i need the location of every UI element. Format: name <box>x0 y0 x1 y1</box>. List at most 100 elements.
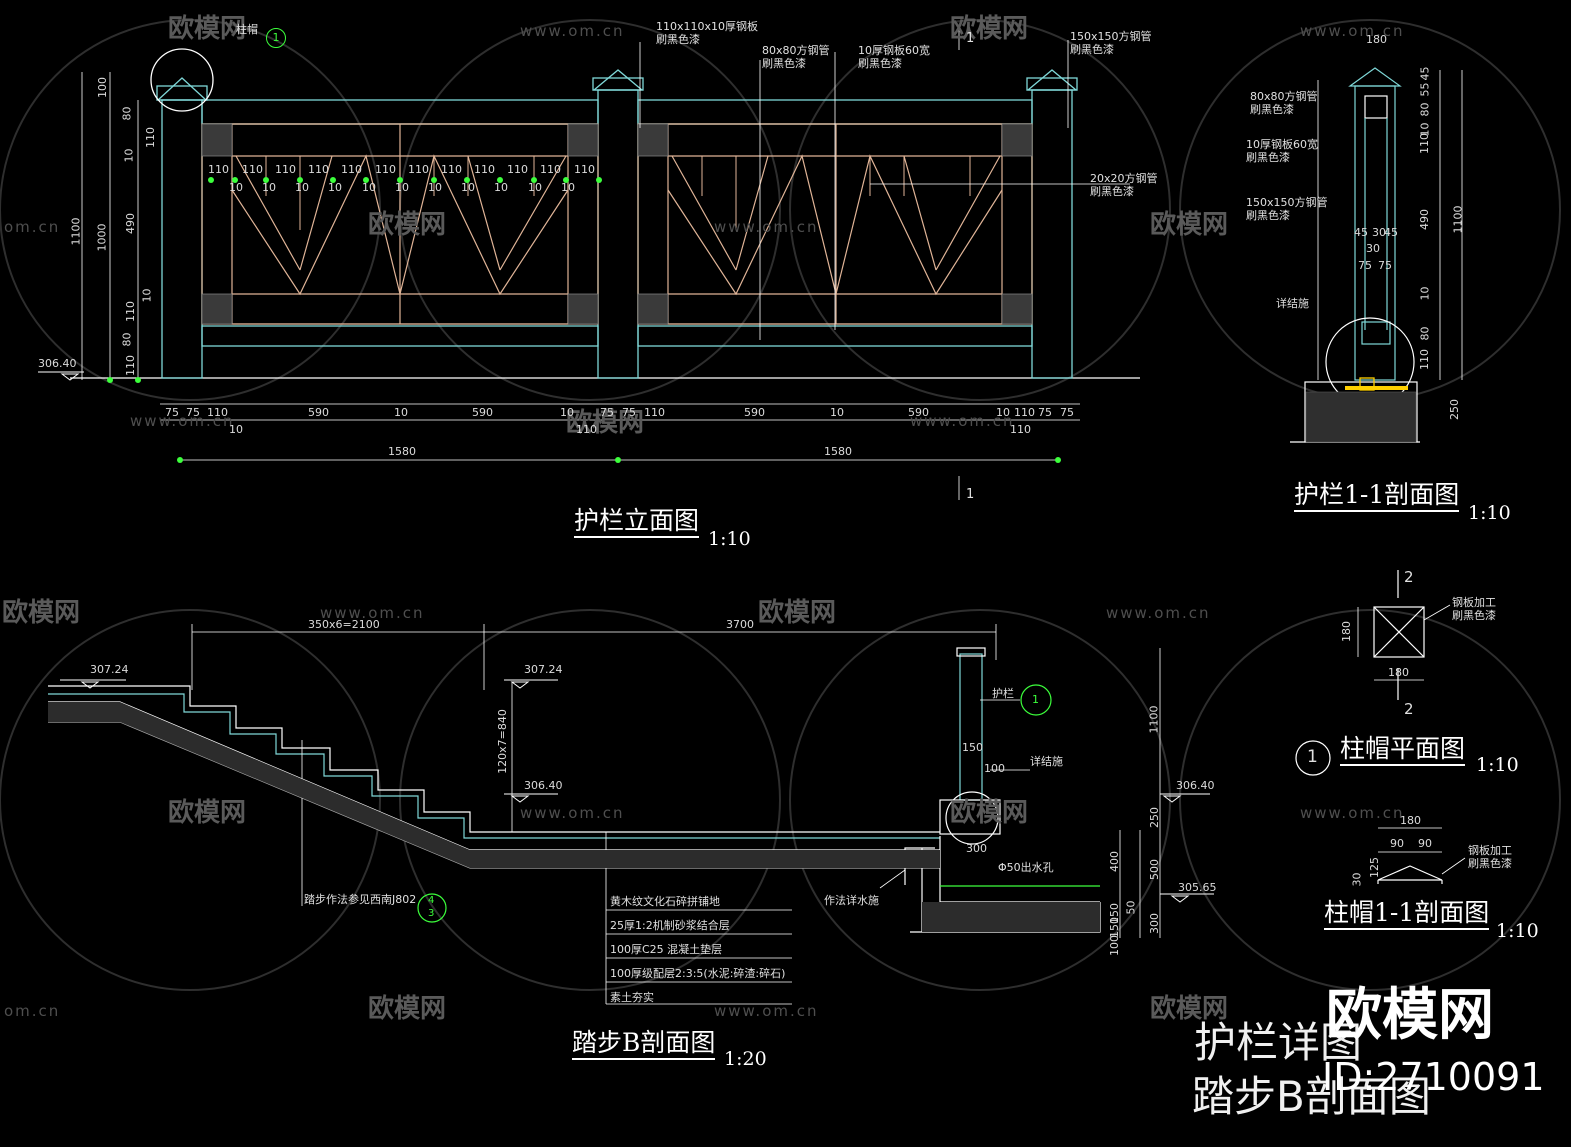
spacing10-d: 10 <box>328 181 342 194</box>
step-top-dim-1: 3700 <box>726 618 754 631</box>
bsmall-2: 110 <box>1010 423 1031 436</box>
sheet-title-line1: 护栏详图 <box>1194 1018 1363 1067</box>
spacing-1: 110 <box>242 163 263 176</box>
step-level-4: 305.65 <box>1178 881 1217 894</box>
spacing10-j: 10 <box>528 181 542 194</box>
cap-plan-h: 180 <box>1340 621 1353 642</box>
sheet-title-line2: 踏步B剖面图 <box>1192 1072 1431 1121</box>
step-layer-4: 素土夯实 <box>610 991 654 1004</box>
section11-top: 180 <box>1366 33 1387 46</box>
step-riser: 120x7=840 <box>495 709 509 774</box>
cap-callout-label: 柱帽 <box>236 23 258 36</box>
level-markers <box>38 371 1214 903</box>
watermark-logo-7: 欧模网 <box>758 598 837 628</box>
watermark-url-9: www.om.cn <box>520 804 625 822</box>
spacing-4: 110 <box>341 163 362 176</box>
spacing-8: 110 <box>474 163 495 176</box>
bdim-5: 590 <box>472 406 493 419</box>
watermark-logo-5: 欧模网 <box>566 408 645 438</box>
bdim-8: 75 <box>622 406 636 419</box>
watermark-url-5: www.om.cn <box>130 412 235 430</box>
spacing-2: 110 <box>275 163 296 176</box>
railing-infill <box>201 123 1033 325</box>
watermark-logo-8: 欧模网 <box>168 798 247 828</box>
bdim-16: 75 <box>1060 406 1074 419</box>
spacing10-f: 10 <box>395 181 409 194</box>
cap-plan-scale: 1:10 <box>1476 754 1519 776</box>
bdim-0: 75 <box>165 406 179 419</box>
elev-dim-l0: 100 <box>96 77 109 98</box>
watermark-url-7: www.om.cn <box>320 604 425 622</box>
cap-section-title: 柱帽1-1剖面图 <box>1324 900 1490 930</box>
watermark-url-12: www.om.cn <box>714 1002 819 1020</box>
cap-plan-mark-bottom: 2 <box>1404 700 1414 718</box>
spacing-7: 110 <box>441 163 462 176</box>
cap-plan-mark-top: 2 <box>1404 568 1414 586</box>
step-rdim-3: 400 <box>1108 851 1121 872</box>
spacing-10: 110 <box>540 163 561 176</box>
spacing-0: 110 <box>208 163 229 176</box>
step-ref: 踏步作法参见西南J802 <box>304 893 417 906</box>
s11-r5: 490 <box>1418 209 1431 230</box>
section11-title: 护栏1-1剖面图 <box>1294 482 1460 512</box>
section-mark-top: 1 <box>966 31 975 46</box>
step-pipe: Φ50出水孔 <box>998 861 1054 874</box>
section11-note-0: 80x80方钢管 刷黑色漆 <box>1250 90 1318 116</box>
bdim-13: 10 <box>996 406 1010 419</box>
watermark-url-3: om.cn <box>4 218 61 236</box>
bdim-11: 10 <box>830 406 844 419</box>
step-layer-2: 100厚C25 混凝土垫层 <box>610 943 723 956</box>
elev-dim-l4: 490 <box>124 213 137 234</box>
cap-section-scale: 1:10 <box>1496 920 1539 942</box>
step-level-1: 307.24 <box>524 663 563 676</box>
s11-r4: 110 <box>1418 133 1431 154</box>
elev-dim-l1: 80 <box>120 106 134 121</box>
spacing10-g: 10 <box>428 181 442 194</box>
step-layer-3: 100厚级配层2:3:5(水泥:碎渣:碎石) <box>610 967 786 980</box>
elev-dim-l6: 110 <box>124 301 137 322</box>
cap-section-note: 钢板加工 刷黑色漆 <box>1468 844 1512 870</box>
watermark-logo-1: 欧模网 <box>168 14 247 44</box>
s11-r7: 80 <box>1418 326 1432 341</box>
s11-r2: 80 <box>1418 102 1432 117</box>
elevation-title: 护栏立面图 <box>574 508 700 538</box>
section-mark-bottom: 1 <box>966 487 975 502</box>
spacing-11: 110 <box>574 163 595 176</box>
spacing10-b: 10 <box>262 181 276 194</box>
total-left: 1580 <box>388 445 416 458</box>
watermark-logo-9: 欧模网 <box>950 798 1029 828</box>
elev-dim-l8: 110 <box>124 355 137 376</box>
s11-r6: 10 <box>1418 286 1432 301</box>
s11-base: 250 <box>1448 399 1461 420</box>
step-level-2: 306.40 <box>524 779 563 792</box>
callout-tube150: 150x150方钢管 刷黑色漆 <box>1070 30 1152 56</box>
spacing-6: 110 <box>408 163 429 176</box>
step-level-0: 307.24 <box>90 663 129 676</box>
bdim-7: 75 <box>600 406 614 419</box>
step-rdim-8: 50 <box>1124 900 1138 915</box>
watermark-logo-3: 欧模网 <box>368 210 447 240</box>
spacing-9: 110 <box>507 163 528 176</box>
bdim-15: 75 <box>1038 406 1052 419</box>
cap-plan-num: 1 <box>1307 747 1318 767</box>
step-scale: 1:20 <box>724 1048 767 1070</box>
callout-plate60: 10厚钢板60宽 刷黑色漆 <box>858 44 930 70</box>
step-rail-num: 1 <box>1032 693 1039 706</box>
callout-tube20: 20x20方钢管 刷黑色漆 <box>1090 172 1158 198</box>
bsmall-1: 110 <box>576 423 597 436</box>
cap-plan-title: 柱帽平面图 <box>1340 736 1466 766</box>
s11-dim-0: 45 <box>1354 226 1368 239</box>
spacing10-i: 10 <box>494 181 508 194</box>
cap-plan-drawing <box>1295 570 1451 776</box>
spacing-3: 110 <box>308 163 329 176</box>
elev-dim-total: 1100 <box>69 217 83 246</box>
callout-tube80: 80x80方钢管 刷黑色漆 <box>762 44 830 70</box>
step-top-dim-0: 350x6=2100 <box>308 618 380 631</box>
spacing10-h: 10 <box>461 181 475 194</box>
step-level-3: 306.40 <box>1176 779 1215 792</box>
step-rdim-4: 300 <box>1148 913 1161 934</box>
s11-dim-1: 30 <box>1372 226 1386 239</box>
step-rail-ref: 护栏 <box>992 687 1014 700</box>
step-rdim-1: 250 <box>1148 807 1161 828</box>
cap-plan-note: 钢板加工 刷黑色漆 <box>1452 596 1496 622</box>
